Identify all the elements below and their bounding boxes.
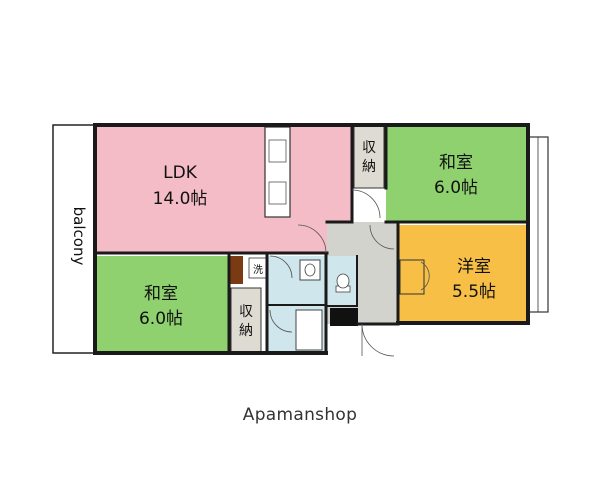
ldk-size: 14.0帖 — [153, 189, 208, 209]
kitchen-stove — [268, 181, 287, 205]
closet-top-label: 収納 — [362, 140, 376, 175]
closet-top-char: 納 — [362, 159, 376, 175]
closet-top — [353, 124, 385, 189]
closet-bottom-label: 収納 — [239, 304, 253, 339]
room-washitsu-top — [386, 125, 528, 223]
room-washitsu-left — [95, 256, 229, 353]
closet-bottom-char: 納 — [239, 323, 253, 339]
washitsu-left-size: 6.0帖 — [139, 309, 183, 329]
entrance-step — [330, 308, 358, 326]
balcony — [52, 124, 96, 354]
washitsu-top-size: 6.0帖 — [434, 178, 478, 198]
closet-bottom-char: 収 — [239, 304, 253, 320]
pillar — [229, 256, 243, 284]
ldk-name: LDK — [163, 163, 198, 183]
kitchen-sink — [268, 139, 287, 163]
balcony-label: balcony — [70, 207, 88, 266]
washbasin-bowl — [304, 263, 316, 277]
walls — [93, 123, 530, 355]
youshitsu-closet — [399, 259, 425, 295]
youshitsu-name: 洋室 — [457, 257, 491, 277]
bathtub — [295, 309, 323, 351]
washing-machine-label: 洗 — [253, 264, 263, 276]
washbasin — [299, 259, 321, 281]
toilet-bowl — [336, 273, 350, 289]
closet-top-char: 収 — [362, 140, 376, 156]
washitsu-top-name: 和室 — [439, 153, 473, 173]
watermark-logo: Apamanshop — [242, 405, 358, 425]
youshitsu-size: 5.5帖 — [452, 282, 496, 302]
washitsu-left-name: 和室 — [144, 284, 178, 304]
door-swings — [269, 189, 430, 357]
entrance — [358, 280, 398, 324]
room-ldk-lower — [95, 225, 327, 253]
closet-bottom — [230, 287, 262, 354]
